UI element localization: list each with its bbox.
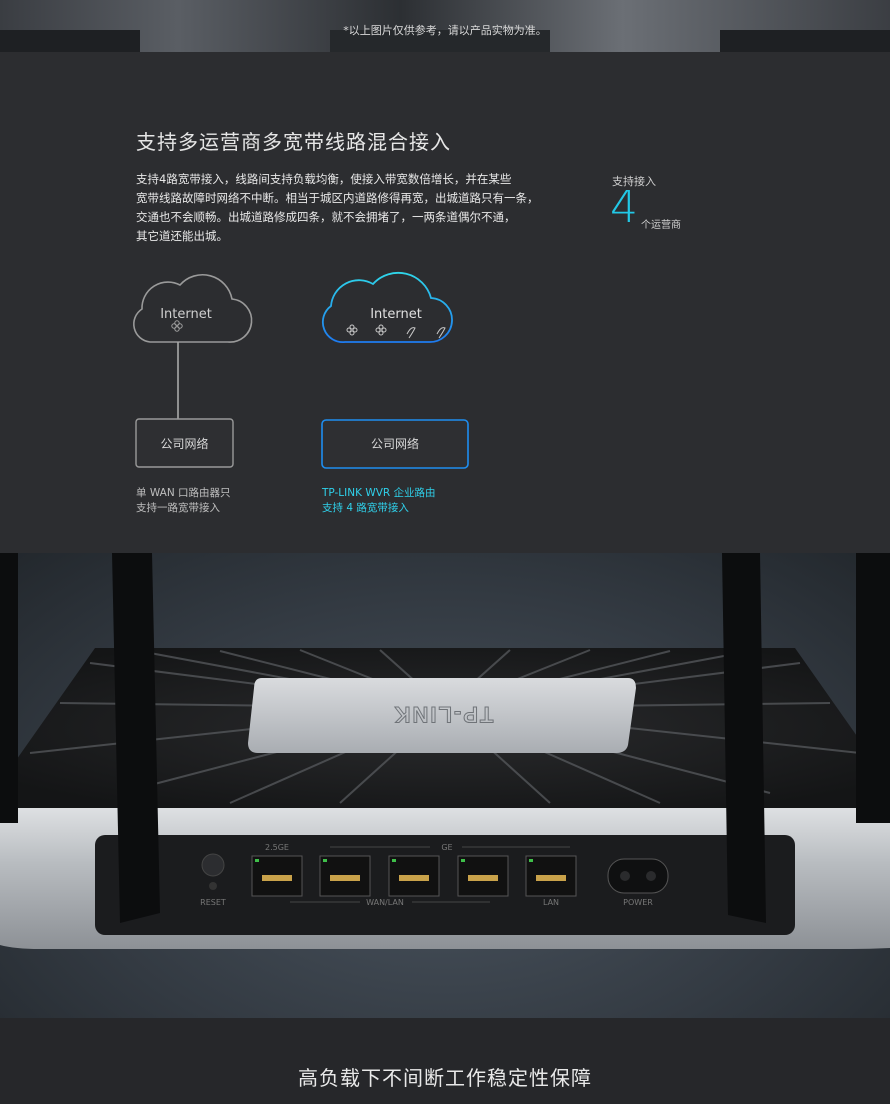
reset-label: RESET: [200, 898, 226, 907]
port-group-label: GE: [441, 843, 452, 852]
antenna: [0, 553, 18, 823]
broadband-diagram: Internet 公司网络 Internet 公司网络: [133, 271, 469, 469]
caption-line: TP-LINK WVR 企业路由: [322, 487, 436, 499]
next-section-title: 高负载下不间断工作稳定性保障: [298, 1066, 592, 1090]
caption-line: 单 WAN 口路由器只: [136, 487, 231, 499]
multi-wan-caption: TP-LINK WVR 企业路由 支持 4 路宽带接入: [322, 486, 436, 516]
antenna: [112, 553, 160, 923]
unicom-logo-icon: [346, 324, 358, 336]
unicom-logo-icon: [171, 320, 183, 332]
description-line: 交通也不会顺畅。出城道路修成四条，就不会拥堵了，一两条道偶尔不通，: [136, 210, 516, 224]
description-line: 宽带线路故障时网络不中断。相当于城区内道路修得再宽，出城道路只有一条，: [136, 191, 539, 205]
stat-value: 4: [610, 182, 638, 233]
antennas: [0, 553, 890, 923]
antenna: [722, 553, 766, 923]
router-photo: TP-LINK RESET 2.5GE GE WAN/LAN L: [0, 553, 890, 1018]
multi-wan-diagram: Internet 公司网络: [321, 271, 469, 469]
stat-unit: 个运营商: [641, 220, 681, 231]
photo-shadow: [330, 30, 550, 52]
power-socket: [607, 858, 669, 894]
cloud-icon: [321, 271, 453, 343]
cloud-label-left: Internet: [160, 307, 212, 322]
cloud-label-right: Internet: [370, 307, 422, 322]
photo-shadow: [0, 30, 140, 52]
caption-line: 支持 4 路宽带接入: [322, 502, 409, 514]
telecom-logo-icon: [436, 327, 446, 339]
company-network-label-left: 公司网络: [160, 436, 208, 451]
company-network-label-right: 公司网络: [371, 436, 419, 451]
power-label: POWER: [623, 898, 653, 907]
company-network-box-right: [321, 419, 469, 469]
logo-plate: [248, 678, 636, 753]
top-photo-strip: [0, 0, 890, 52]
single-wan-diagram: Internet 公司网络: [133, 273, 253, 468]
router-illustration: TP-LINK RESET 2.5GE GE WAN/LAN L: [0, 553, 890, 949]
telecom-logo-icon: [406, 327, 416, 339]
caption-line: 支持一路宽带接入: [136, 502, 220, 514]
image-disclaimer: *以上图片仅供参考，请以产品实物为准。: [343, 24, 547, 37]
unicom-logo-icon: [375, 324, 387, 336]
port-group-label: 2.5GE: [265, 843, 289, 852]
port-leds: [255, 859, 533, 862]
next-section-band: [0, 1018, 890, 1104]
description-line: 其它道还能出城。: [136, 229, 228, 243]
company-network-box-left: [135, 418, 234, 468]
feature-panel: [0, 52, 890, 553]
description-line: 支持4路宽带接入，线路间支持负载均衡，使接入带宽数倍增长，并在某些: [136, 172, 512, 186]
stat-label: 支持接入: [612, 175, 656, 188]
wanlan-label: WAN/LAN: [366, 898, 404, 907]
port-contacts: [262, 875, 566, 881]
section-description: 支持4路宽带接入，线路间支持负载均衡，使接入带宽数倍增长，并在某些 宽带线路故障…: [136, 170, 539, 246]
reset-button: [201, 853, 225, 877]
cloud-icon: [133, 273, 253, 343]
isp-logo-icons: [346, 324, 446, 339]
reset-pinhole: [209, 882, 217, 890]
photo-shadow: [720, 30, 890, 52]
section-title: 支持多运营商多宽带线路混合接入: [136, 130, 451, 154]
single-wan-caption: 单 WAN 口路由器只 支持一路宽带接入: [136, 486, 231, 516]
lan-label: LAN: [543, 898, 559, 907]
antenna: [856, 553, 890, 823]
brand-logo-text: TP-LINK: [393, 702, 494, 727]
